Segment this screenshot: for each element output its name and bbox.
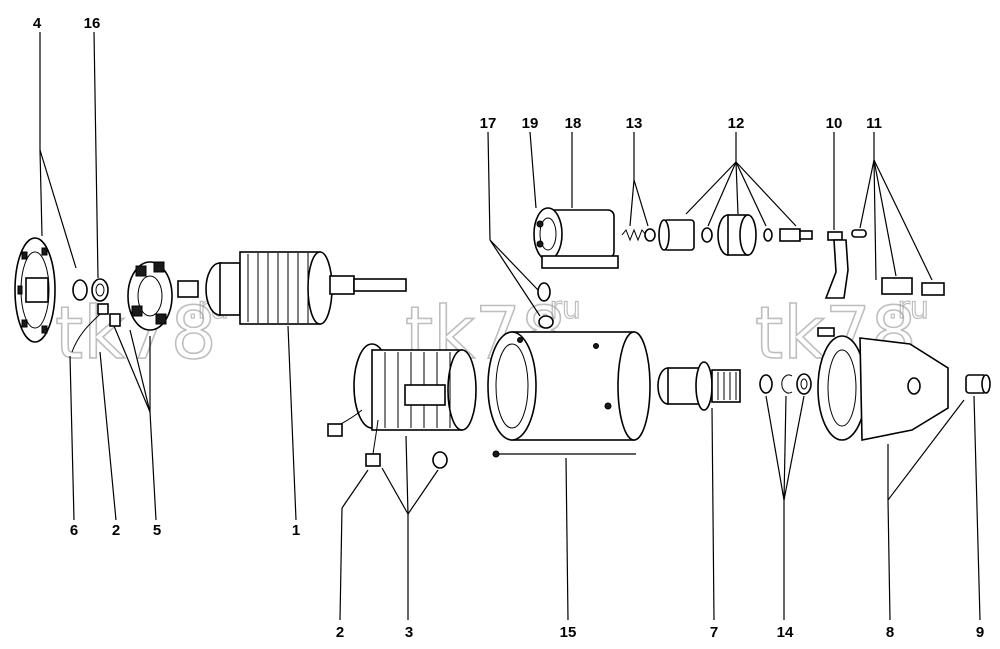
callout-15: 15: [560, 624, 577, 641]
end-plate-part: [14, 237, 56, 343]
callout-9: 9: [976, 624, 984, 641]
callout-4: 4: [33, 15, 42, 32]
callout-10: 10: [826, 115, 843, 132]
washer-part: [72, 278, 109, 302]
armature-part: [177, 251, 407, 325]
yoke-housing-part: [487, 331, 651, 458]
retainer-ring-part: [759, 373, 812, 395]
brush-spring-part: [71, 303, 121, 353]
shift-lever-part: [824, 231, 849, 299]
bushing-part: [965, 374, 991, 394]
callout-5: 5: [153, 522, 161, 539]
callout-18: 18: [565, 115, 582, 132]
callout-6: 6: [70, 522, 78, 539]
callout-3: 3: [405, 624, 413, 641]
callout-2: 2: [112, 522, 120, 539]
callout-2-bottom: 2: [336, 624, 344, 641]
callout-1: 1: [292, 522, 300, 539]
callout-19: 19: [522, 115, 539, 132]
field-coil-part: [327, 343, 477, 469]
leader-lines: [39, 31, 981, 621]
callout-13: 13: [626, 115, 643, 132]
callout-17: 17: [480, 115, 497, 132]
callout-11: 11: [866, 115, 882, 132]
callout-labels: 4 16 17 19 18 13 12 10 11 6 2 5 1 2 3 15…: [33, 15, 984, 641]
callout-14: 14: [777, 624, 794, 641]
watermark-tld: .ru: [888, 291, 929, 326]
plunger-spring-part: [621, 228, 656, 242]
terminal-bolt-part: [537, 282, 554, 329]
callout-12: 12: [728, 115, 745, 132]
callout-7: 7: [710, 624, 718, 641]
drive-housing-part: [817, 335, 949, 441]
pivot-bracket-part: [817, 229, 945, 337]
drive-pinion-part: [657, 361, 741, 411]
callout-16: 16: [84, 15, 101, 32]
plunger-part: [658, 214, 813, 256]
solenoid-part: [533, 207, 619, 269]
callout-8: 8: [886, 624, 894, 641]
brush-holder-part: [127, 261, 173, 331]
